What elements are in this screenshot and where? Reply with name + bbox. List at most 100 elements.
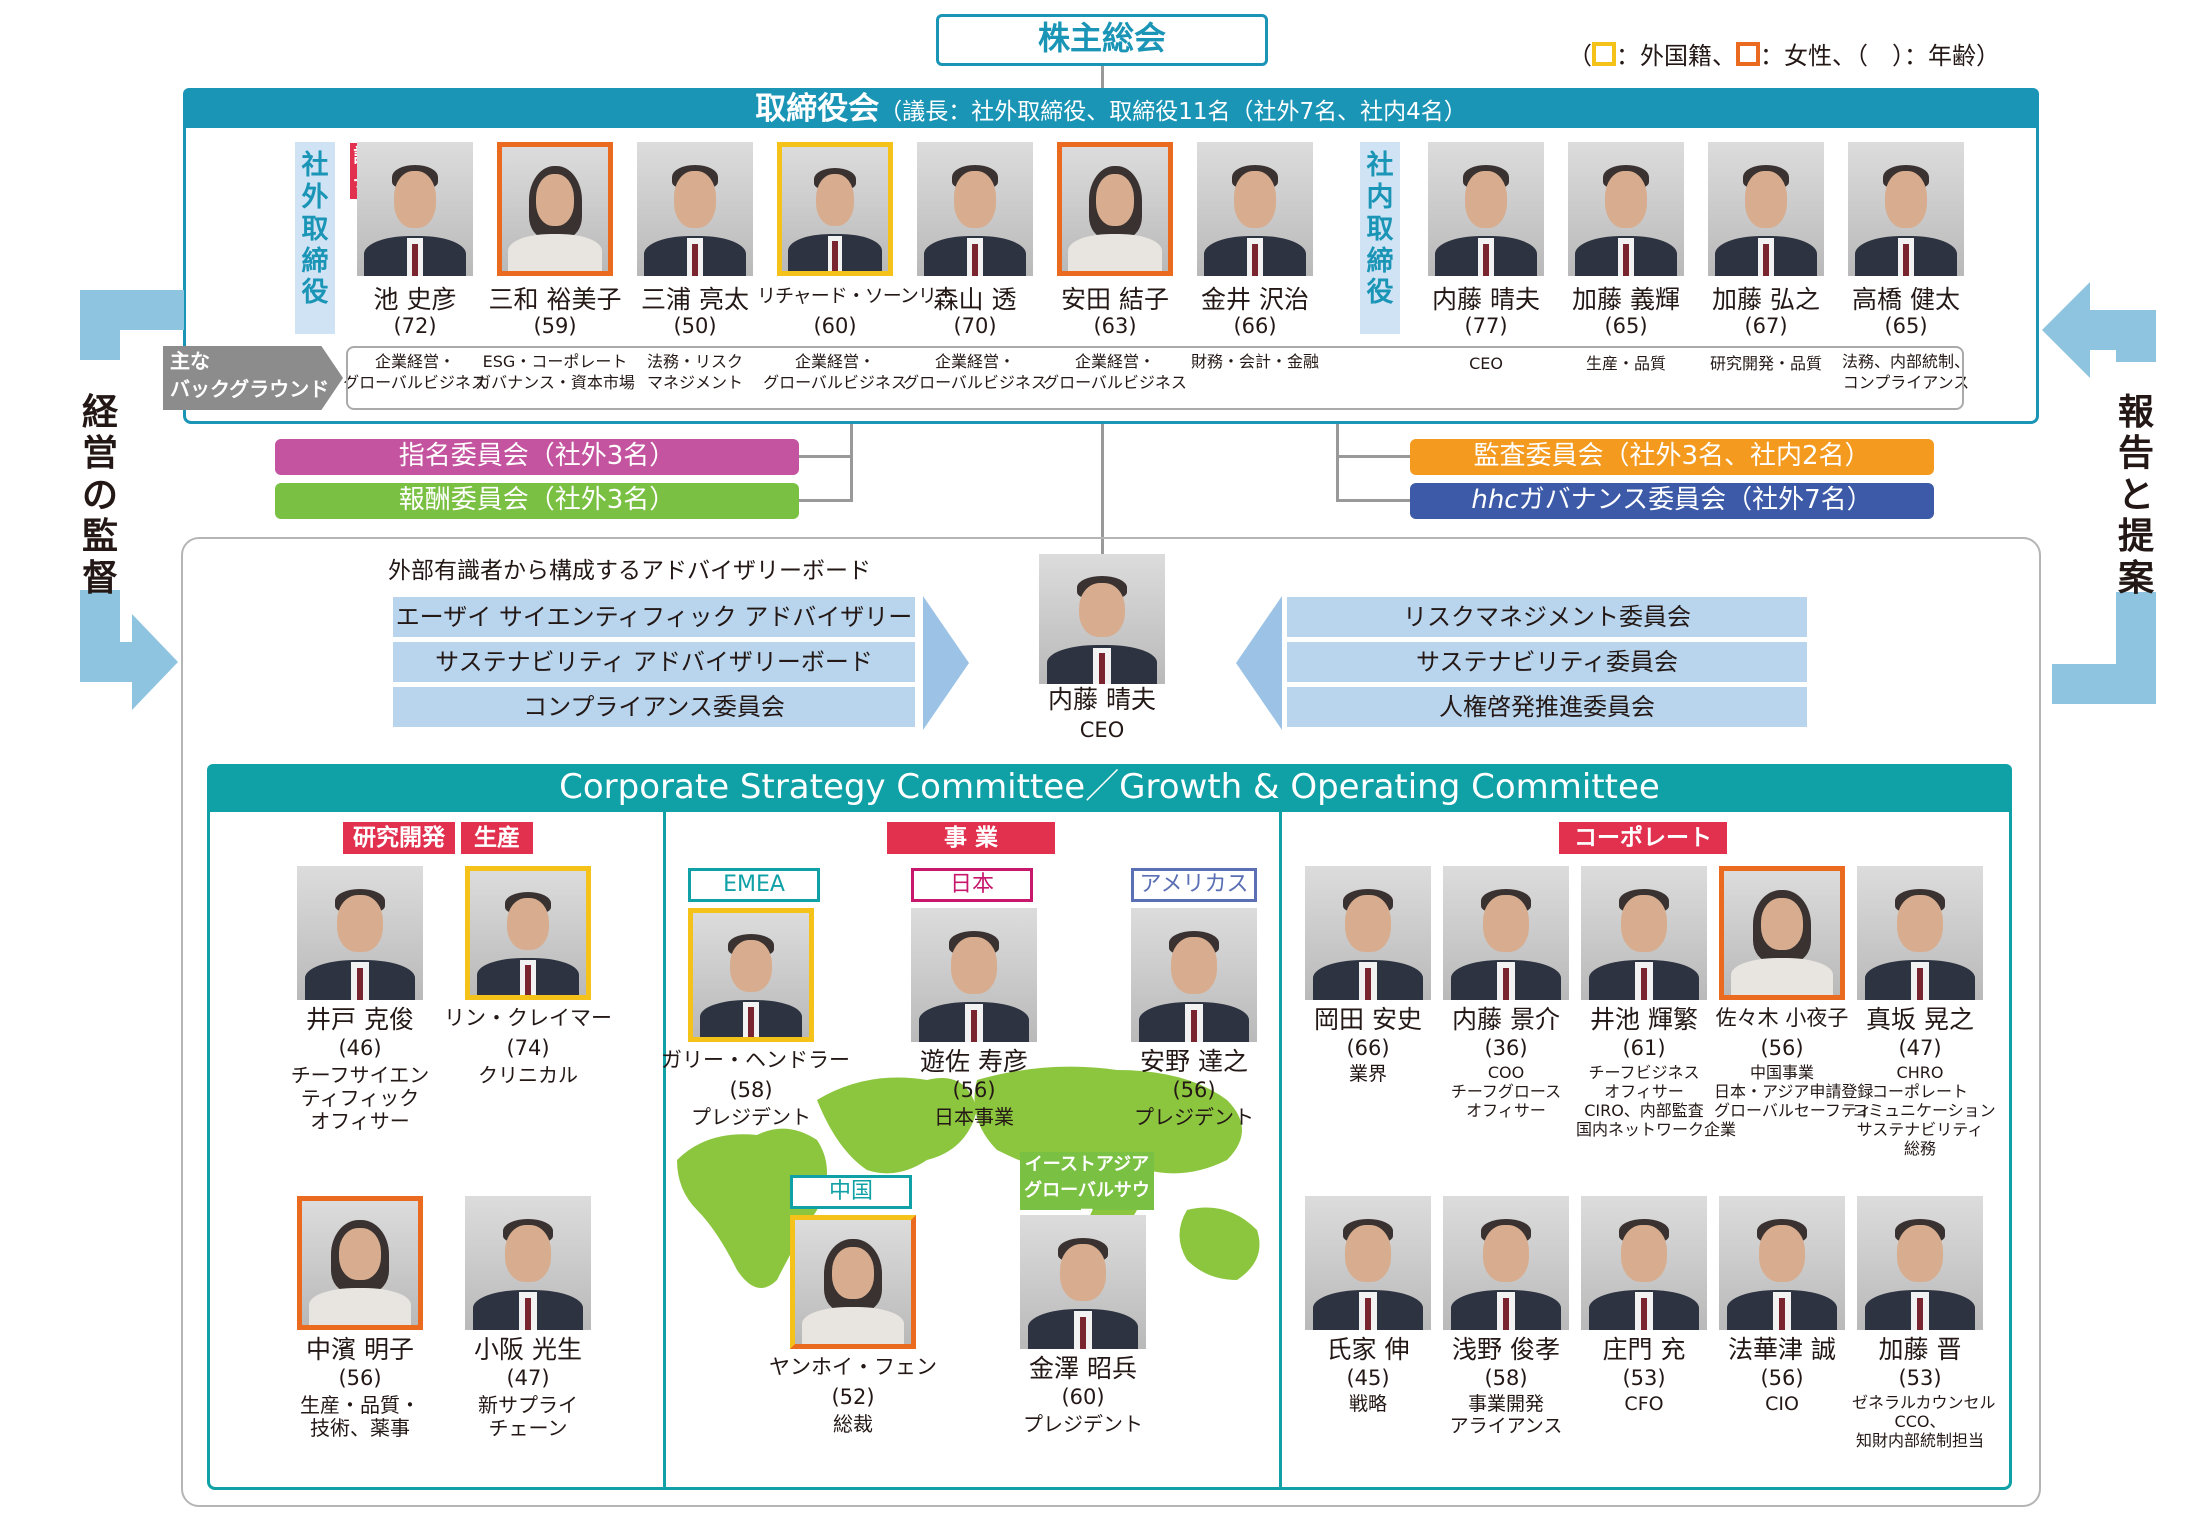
csc-title: Corporate Strategy Committee／Growth & Op… xyxy=(559,767,1660,807)
business-member-age: (60) xyxy=(1061,1385,1105,1409)
internal-committee-box: 人権啓発推進委員会 xyxy=(1287,687,1807,727)
corporate-member-age: (61) xyxy=(1622,1036,1666,1060)
corporate-member-name: 庄門 充 xyxy=(1602,1335,1686,1364)
world-map xyxy=(677,1066,1260,1288)
corporate-member-photo xyxy=(1857,866,1983,1000)
background-row-box xyxy=(346,346,1964,410)
outside-director-background: グローバルビジネス xyxy=(343,373,487,392)
business-member-role: プレジデント xyxy=(691,1105,811,1129)
business-member-photo xyxy=(1020,1215,1146,1349)
rd-member-role: ティフィック xyxy=(300,1086,420,1110)
corporate-member-photo xyxy=(1443,866,1569,1000)
supervision-arrow-head xyxy=(132,614,178,710)
corporate-member-photo xyxy=(1719,1196,1845,1330)
advisory-board-box: コンプライアンス委員会 xyxy=(393,687,915,727)
business-member-name: 遊佐 寿彦 xyxy=(920,1047,1028,1076)
corporate-member-name: 真坂 晃之 xyxy=(1866,1005,1974,1034)
report-arrow-foot xyxy=(2052,664,2156,704)
legend-foreign-swatch xyxy=(1592,42,1616,66)
rd-member-age: (46) xyxy=(338,1036,382,1060)
inside-director-name: 内藤 晴夫 xyxy=(1432,285,1540,314)
supervision-label: 経営の監督 xyxy=(81,392,118,599)
legend-female: ：女性、 xyxy=(1760,42,1856,70)
outside-director-photo xyxy=(357,142,473,276)
business-member-photo xyxy=(1131,908,1257,1042)
outside-director-background: 法務・リスク xyxy=(646,352,743,371)
csc-header-bar xyxy=(207,764,2012,812)
corporate-member-role: 総務 xyxy=(1903,1139,1936,1158)
rd-member-age: (56) xyxy=(338,1366,382,1390)
inside-director-age: (65) xyxy=(1884,314,1928,338)
corporate-member-age: (56) xyxy=(1760,1036,1804,1060)
rd-member-role: 生産・品質・ xyxy=(300,1393,420,1417)
right-committee-connector-v xyxy=(1336,424,1339,502)
corporate-member-role: チーフグロース xyxy=(1450,1082,1562,1101)
corporate-member-name: 法華津 誠 xyxy=(1728,1335,1836,1364)
outside-director-name: 三和 裕美子 xyxy=(488,285,622,314)
corporate-member-photo xyxy=(1857,1196,1983,1330)
corporate-member-role: CIO xyxy=(1765,1393,1799,1415)
outside-director-photo xyxy=(1057,142,1173,276)
outside-director-background: 財務・会計・金融 xyxy=(1190,352,1319,371)
rd-member-photo xyxy=(297,866,423,1000)
business-member-photo xyxy=(688,908,814,1042)
audit-committee: 監査委員会（社外3名、社内2名） xyxy=(1410,439,1934,475)
business-label: 事 業 xyxy=(887,822,1055,854)
rd-member-name: リン・クレイマー xyxy=(444,1006,612,1030)
board-title: 取締役会 xyxy=(755,91,880,127)
business-member-age: (56) xyxy=(1172,1078,1216,1102)
left-committee-connector-h2 xyxy=(799,499,853,502)
inside-director-background: 法務、内部統制、 xyxy=(1841,352,1970,371)
rd-member-age: (74) xyxy=(506,1036,550,1060)
inside-director-photo xyxy=(1848,142,1964,276)
corporate-member-role: CCO、 xyxy=(1894,1412,1946,1431)
ceo-photo xyxy=(1039,554,1165,684)
compensation-committee: 報酬委員会（社外3名） xyxy=(275,483,799,519)
corporate-member-name: 加藤 晋 xyxy=(1878,1335,1962,1364)
corporate-member-age: (66) xyxy=(1346,1036,1390,1060)
outside-director-name: 森山 透 xyxy=(933,285,1017,314)
ceo-name: 内藤 晴夫 xyxy=(1048,685,1156,714)
corporate-member-name: 井池 輝繁 xyxy=(1590,1005,1698,1034)
internal-committee-box: サステナビリティ委員会 xyxy=(1287,642,1807,682)
region-label-china: 中国 xyxy=(790,1175,912,1209)
report-arrow-head xyxy=(2042,282,2090,378)
hhc-governance-committee: hhcガバナンス委員会（社外7名） xyxy=(1410,483,1934,519)
rd-member-role: 新サプライ xyxy=(478,1393,578,1417)
inside-director-age: (77) xyxy=(1464,314,1508,338)
legend: （：外国籍、：女性、（ ）：年齢） xyxy=(1568,42,2000,71)
background-label-1: 主な xyxy=(170,349,210,373)
corporate-member-role: ゼネラルカウンセル xyxy=(1852,1393,1996,1412)
outside-director-name: リチャード・ソーンリー xyxy=(757,285,955,307)
outside-director-age: (59) xyxy=(533,314,577,338)
corporate-member-photo xyxy=(1719,866,1845,1000)
outside-director-background: グローバルビジネス xyxy=(763,373,907,392)
inside-director-age: (65) xyxy=(1604,314,1648,338)
outside-director-age: (66) xyxy=(1233,314,1277,338)
outside-director-photo xyxy=(777,142,893,276)
corporate-member-role: オフィサー xyxy=(1604,1082,1684,1101)
rd-member-age: (47) xyxy=(506,1366,550,1390)
corporate-member-role: 国内ネットワーク企業 xyxy=(1576,1120,1737,1139)
corporate-member-role: コミュニケーション xyxy=(1852,1101,1996,1120)
inside-director-photo xyxy=(1568,142,1684,276)
corporate-member-photo xyxy=(1443,1196,1569,1330)
business-member-photo xyxy=(790,1215,916,1349)
corporate-member-role: 業界 xyxy=(1348,1063,1387,1085)
corporate-member-photo xyxy=(1581,866,1707,1000)
business-member-role: 日本事業 xyxy=(934,1105,1014,1129)
inside-director-background: コンプライアンス xyxy=(1842,373,1970,392)
corporate-member-photo xyxy=(1305,1196,1431,1330)
shareholders-meeting-box xyxy=(936,14,1268,66)
right-committee-connector-h2 xyxy=(1336,499,1412,502)
background-label-2: バックグラウンド xyxy=(170,377,330,401)
corporate-member-role: アライアンス xyxy=(1449,1415,1563,1437)
corporate-member-age: (53) xyxy=(1898,1366,1942,1390)
business-member-photo xyxy=(911,908,1037,1042)
background-label-box xyxy=(163,346,343,410)
corporate-label: コーポレート xyxy=(1559,822,1727,854)
outside-director-background: 企業経営・ xyxy=(1074,352,1155,371)
outside-director-background: グローバルビジネス xyxy=(903,373,1047,392)
business-member-age: (58) xyxy=(729,1078,773,1102)
legend-open: （ xyxy=(1568,42,1592,70)
